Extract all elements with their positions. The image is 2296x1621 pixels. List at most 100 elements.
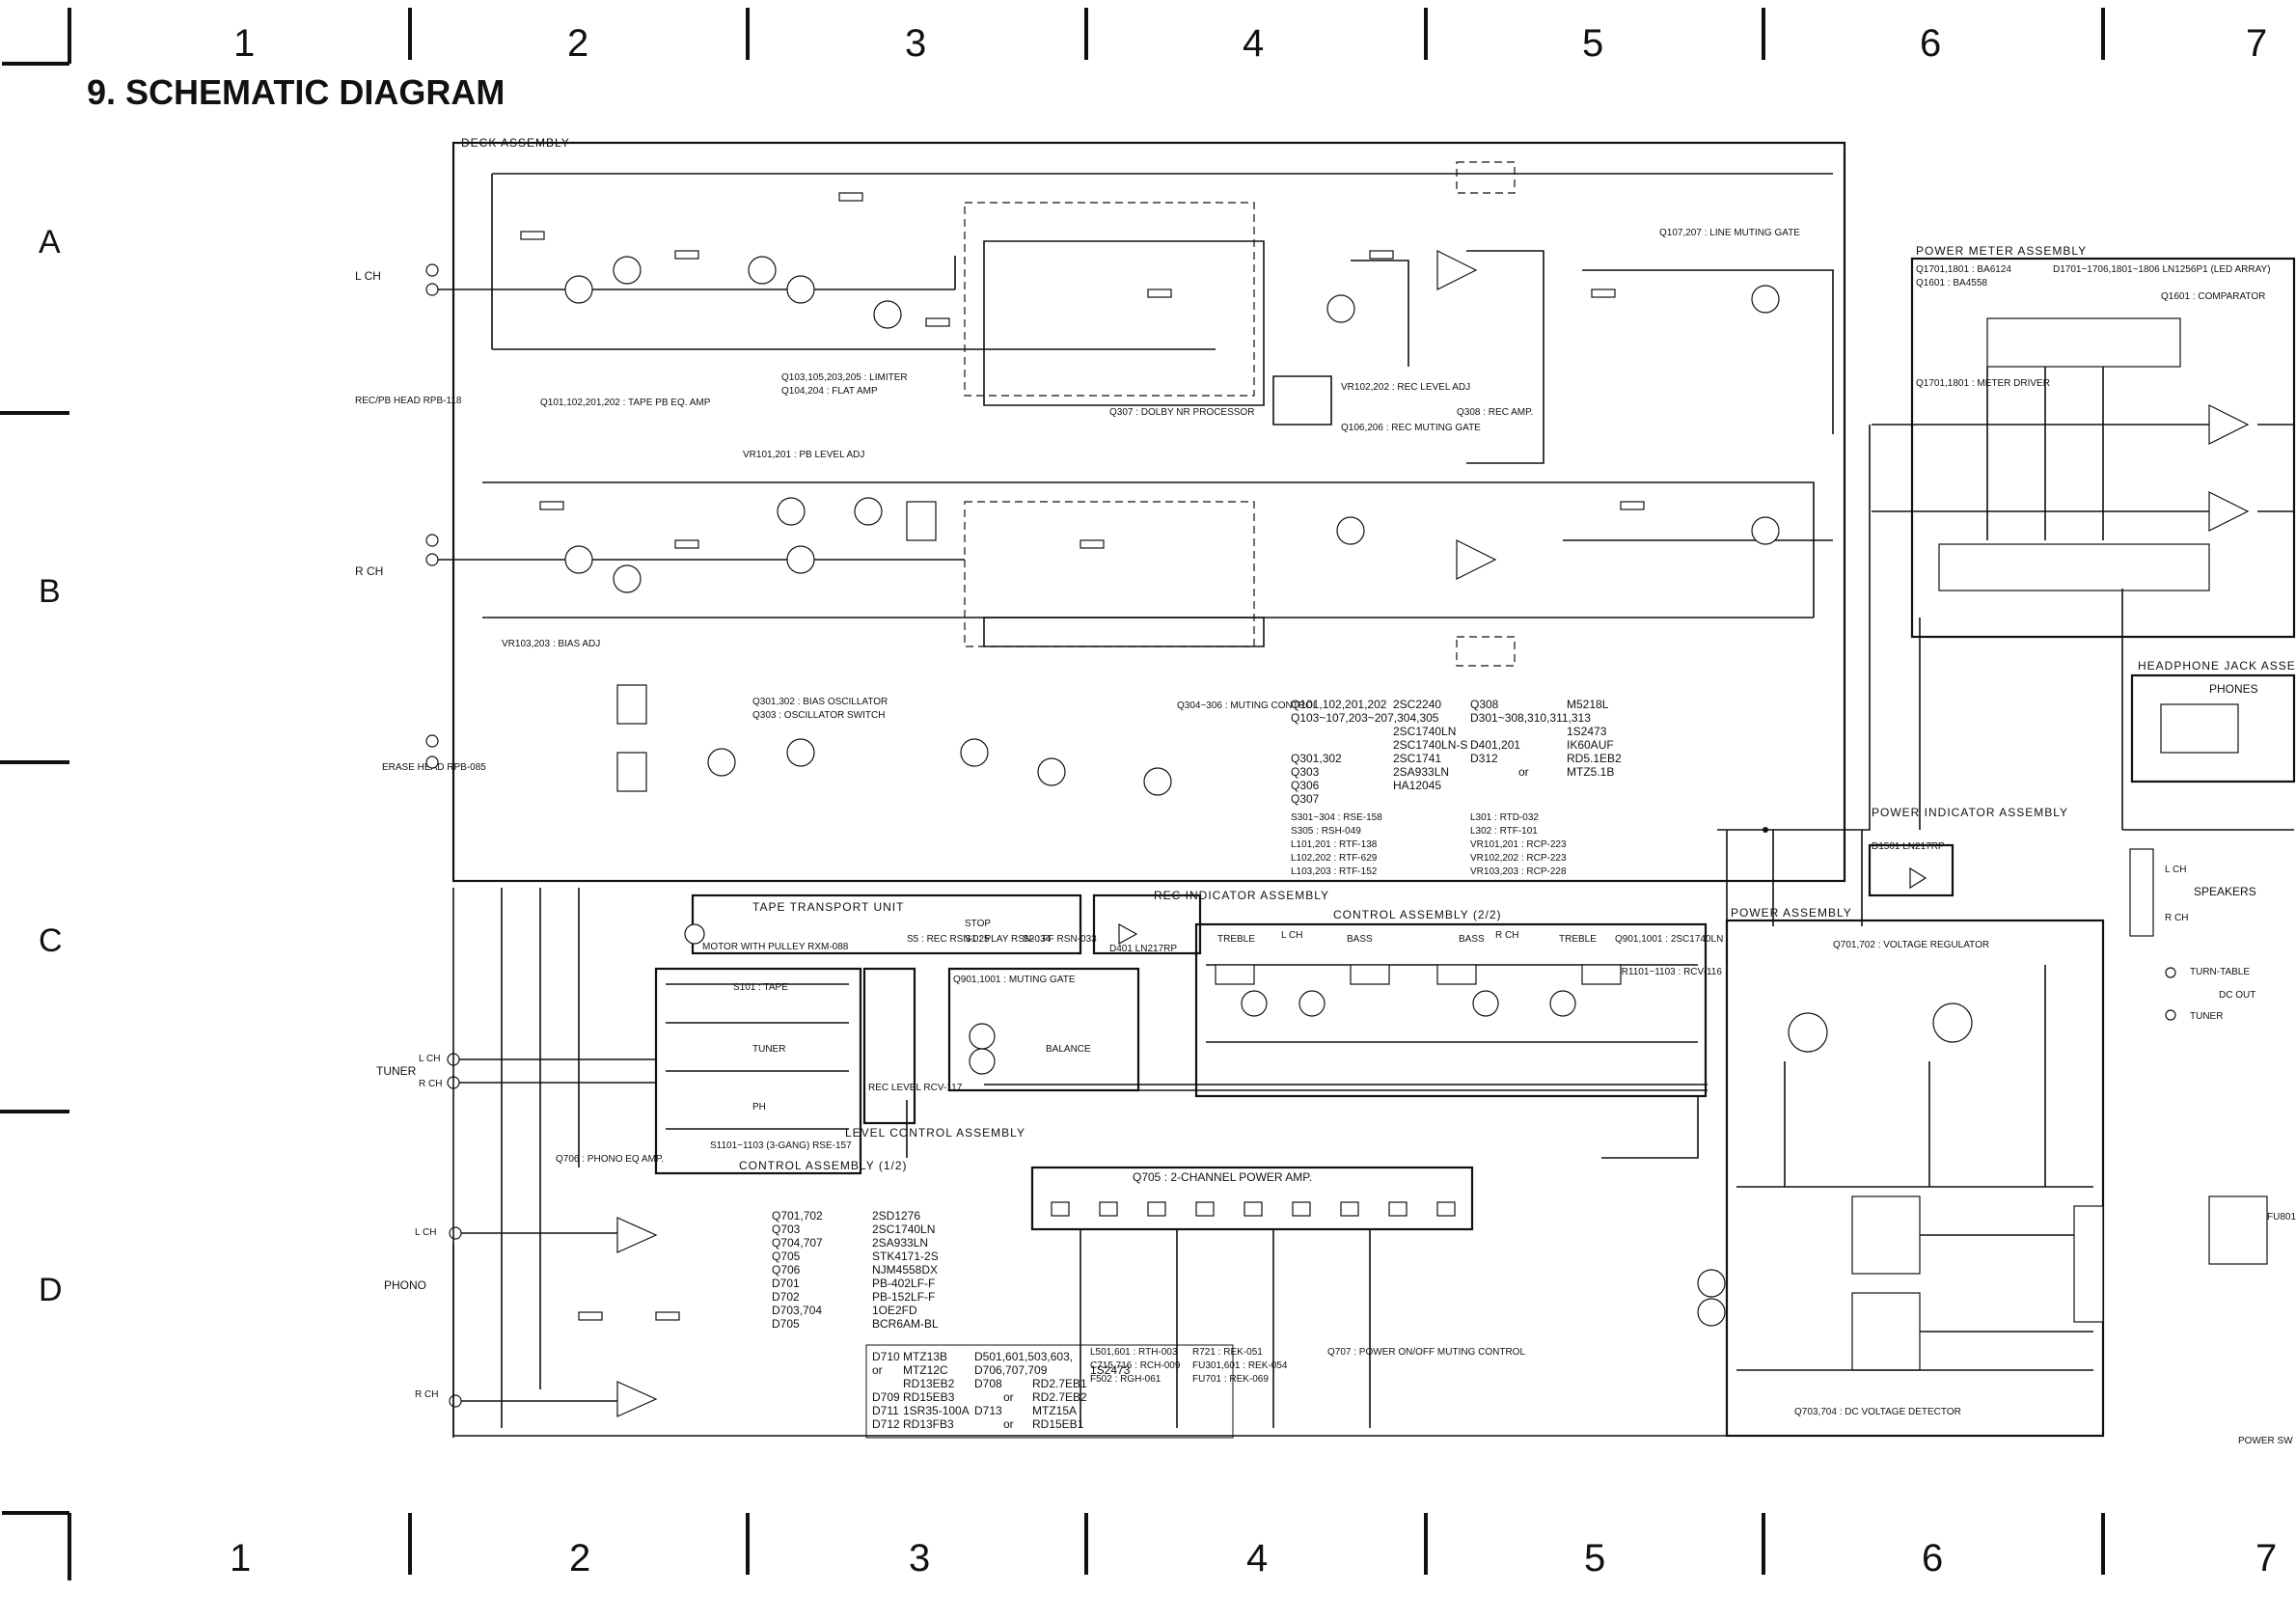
svg-text:BCR6AM-BL: BCR6AM-BL bbox=[872, 1317, 939, 1331]
phono-label: PHONO bbox=[384, 1278, 426, 1292]
svg-text:RD15EB3: RD15EB3 bbox=[903, 1390, 955, 1404]
turntable-label: TURN-TABLE bbox=[2190, 967, 2250, 977]
svg-text:VR103,203 : RCP-228: VR103,203 : RCP-228 bbox=[1470, 866, 1567, 877]
svg-text:Q705: Q705 bbox=[772, 1250, 801, 1263]
svg-text:D708: D708 bbox=[974, 1377, 1002, 1390]
svg-text:RD5.1EB2: RD5.1EB2 bbox=[1567, 752, 1622, 765]
svg-text:D709: D709 bbox=[872, 1390, 900, 1404]
svg-text:IK60AUF: IK60AUF bbox=[1567, 738, 1614, 752]
note-q307: Q307 : DOLBY NR PROCESSOR bbox=[1109, 407, 1254, 418]
muting-gate-block: Q901,1001 : MUTING GATE BALANCE bbox=[947, 967, 1140, 1092]
speaker-rch-label: R CH bbox=[2165, 913, 2188, 923]
row-label-c: C bbox=[39, 922, 63, 959]
svg-text:PB-402LF-F: PB-402LF-F bbox=[872, 1277, 935, 1290]
note-q304: Q304~306 : MUTING CONTROL bbox=[1177, 701, 1319, 711]
svg-text:Q301,302: Q301,302 bbox=[1291, 752, 1342, 765]
svg-text:D702: D702 bbox=[772, 1290, 800, 1304]
control-2-label: CONTROL ASSEMBLY (2/2) bbox=[1333, 908, 1502, 921]
tape-transport-unit: TAPE TRANSPORT UNIT MOTOR WITH PULLEY RX… bbox=[684, 893, 1097, 955]
svg-text:D703,704: D703,704 bbox=[772, 1304, 822, 1317]
level-control-label: LEVEL CONTROL ASSEMBLY bbox=[845, 1126, 1025, 1140]
note-meter-driver: Q1701,1801 : METER DRIVER bbox=[1916, 378, 2050, 389]
svg-text:S305 : RSH-049: S305 : RSH-049 bbox=[1291, 826, 1361, 837]
svg-text:Q704,707: Q704,707 bbox=[772, 1236, 823, 1250]
s101-label: S101 : TAPE bbox=[733, 982, 788, 993]
svg-text:D712: D712 bbox=[872, 1417, 900, 1431]
rec-head-label: REC/PB HEAD RPB-118 bbox=[355, 396, 462, 406]
svg-text:FU701 : REK-069: FU701 : REK-069 bbox=[1192, 1374, 1269, 1385]
col-label-2: 2 bbox=[567, 22, 588, 65]
rec-indicator-assembly: REC INDICATOR ASSEMBLY D401 LN217RP bbox=[1092, 889, 1329, 955]
parts-table-diodes: Q308 M5218L D301~308,310,311,313 1S2473 … bbox=[1470, 698, 1622, 779]
headphone-jack-assembly: HEADPHONE JACK ASSEMBLY PHONES bbox=[2130, 659, 2296, 783]
note-comparator: Q1601 : COMPARATOR bbox=[2161, 291, 2265, 302]
svg-text:or: or bbox=[1003, 1390, 1014, 1404]
rec-indicator-label: REC INDICATOR ASSEMBLY bbox=[1154, 889, 1329, 902]
note-q706: Q706 : PHONO EQ AMP. bbox=[556, 1154, 664, 1165]
svg-text:RD13FB3: RD13FB3 bbox=[903, 1417, 954, 1431]
note-q107: Q107,207 : LINE MUTING GATE bbox=[1659, 228, 1800, 238]
deck-lch-label: L CH bbox=[355, 269, 381, 283]
svg-text:MTZ12C: MTZ12C bbox=[903, 1363, 948, 1377]
note-q707: Q707 : POWER ON/OFF MUTING CONTROL bbox=[1327, 1347, 1525, 1358]
svg-text:1S2473: 1S2473 bbox=[1090, 1363, 1131, 1377]
svg-text:L302 : RTF-101: L302 : RTF-101 bbox=[1470, 826, 1538, 837]
col-label-6-bottom: 6 bbox=[1922, 1537, 1943, 1580]
svg-text:Q706: Q706 bbox=[772, 1263, 801, 1277]
ctrl-lch-label: L CH bbox=[1281, 930, 1302, 941]
switch-s2: S2 : FF RSN-033 bbox=[1023, 934, 1097, 945]
col-label-5-bottom: 5 bbox=[1584, 1537, 1605, 1580]
svg-text:D501,601,503,603,: D501,601,503,603, bbox=[974, 1350, 1073, 1363]
control-assembly-2: CONTROL ASSEMBLY (2/2) TREBLE L CH BASS … bbox=[1194, 908, 1723, 1098]
note-q703: Q703,704 : DC VOLTAGE DETECTOR bbox=[1794, 1407, 1961, 1417]
motor-label: MOTOR WITH PULLEY RXM-088 bbox=[702, 942, 849, 952]
control-assembly-1: CONTROL ASSEMBLY (1/2) S101 : TAPE TUNER… bbox=[654, 967, 908, 1175]
tuner-switch-label: TUNER bbox=[752, 1044, 785, 1055]
svg-text:RD2.7EB2: RD2.7EB2 bbox=[1032, 1390, 1087, 1404]
power-amp-block: Q705 : 2-CHANNEL POWER AMP. Q707 : POWER… bbox=[1030, 1166, 1525, 1428]
power-meter-assembly: POWER METER ASSEMBLY Q1701,1801 : BA6124… bbox=[1872, 244, 2296, 639]
col-label-3: 3 bbox=[905, 22, 926, 65]
note-q1701: Q1701,1801 : BA6124 bbox=[1916, 264, 2011, 275]
control-1-label: CONTROL ASSEMBLY (1/2) bbox=[739, 1159, 908, 1172]
svg-text:D301~308,310,311,313: D301~308,310,311,313 bbox=[1470, 711, 1591, 725]
svg-text:FU301,601 : REK-054: FU301,601 : REK-054 bbox=[1192, 1360, 1288, 1371]
svg-text:HA12045: HA12045 bbox=[1393, 779, 1441, 792]
svg-text:STK4171-2S: STK4171-2S bbox=[872, 1250, 939, 1263]
note-q303: Q303 : OSCILLATOR SWITCH bbox=[752, 710, 885, 721]
col-label-5: 5 bbox=[1582, 22, 1603, 65]
note-q101: Q101,102,201,202 : TAPE PB EQ. AMP bbox=[540, 398, 711, 408]
power-assembly-label: POWER ASSEMBLY bbox=[1731, 906, 1852, 920]
note-q701-reg: Q701,702 : VOLTAGE REGULATOR bbox=[1833, 940, 1989, 950]
power-indicator-label: POWER INDICATOR ASSEMBLY bbox=[1872, 806, 2068, 819]
svg-text:L301 : RTD-032: L301 : RTD-032 bbox=[1470, 812, 1539, 823]
power-indicator-assembly: POWER INDICATOR ASSEMBLY D1501 LN217RP bbox=[1868, 806, 2068, 897]
note-vr1101: VR1101~1103 : RCV-116 bbox=[1615, 967, 1722, 977]
speaker-lch-label: L CH bbox=[2165, 865, 2186, 875]
col-label-4-bottom: 4 bbox=[1246, 1537, 1268, 1580]
svg-text:2SA933LN: 2SA933LN bbox=[872, 1236, 928, 1250]
phono-rch-label: R CH bbox=[415, 1389, 438, 1400]
svg-text:or: or bbox=[1518, 765, 1529, 779]
svg-text:Q703: Q703 bbox=[772, 1223, 801, 1236]
dc-out-label: DC OUT bbox=[2219, 990, 2255, 1001]
parts-table-zener: D710 MTZ13B or MTZ12C RD13EB2 D709 RD15E… bbox=[865, 1344, 1234, 1439]
tuner-lch-label: L CH bbox=[419, 1054, 440, 1064]
note-q901: Q901,1001 : 2SC1740LN bbox=[1615, 934, 1723, 945]
side-ruler: A B C D bbox=[0, 224, 69, 1308]
svg-text:R721 : REK-051: R721 : REK-051 bbox=[1192, 1347, 1263, 1358]
svg-text:MTZ13B: MTZ13B bbox=[903, 1350, 947, 1363]
svg-text:MTZ5.1B: MTZ5.1B bbox=[1567, 765, 1614, 779]
svg-text:L103,203 : RTF-152: L103,203 : RTF-152 bbox=[1291, 866, 1378, 877]
top-ruler: 1 2 3 4 5 6 7 bbox=[2, 8, 2267, 66]
col-label-1-bottom: 1 bbox=[230, 1537, 251, 1580]
note-q308: Q308 : REC AMP. bbox=[1457, 407, 1533, 418]
deck-rch-label: R CH bbox=[355, 564, 383, 578]
treble-label-l: TREBLE bbox=[1217, 934, 1255, 945]
parts-table-inductors: L501,601 : RTH-003 R721 : REK-051 C715,7… bbox=[1090, 1347, 1288, 1385]
svg-text:or: or bbox=[1003, 1417, 1014, 1431]
treble-label-r: TREBLE bbox=[1559, 934, 1597, 945]
tape-transport-label: TAPE TRANSPORT UNIT bbox=[752, 900, 904, 914]
col-label-1: 1 bbox=[233, 22, 255, 65]
d1501-label: D1501 LN217RP bbox=[1872, 841, 1945, 852]
